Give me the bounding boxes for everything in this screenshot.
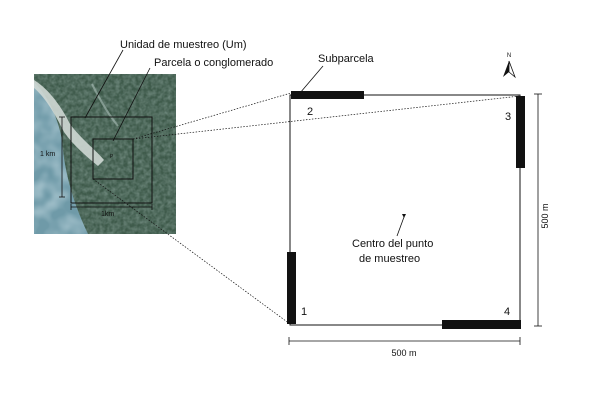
center-point-label-line2: de muestreo: [359, 253, 420, 265]
subplot-4-bar: [442, 320, 521, 329]
photo-vertical-dimension: [59, 116, 65, 198]
photo-horizontal-dimension: [70, 204, 153, 210]
photo-vertical-label: 1 km: [40, 151, 55, 158]
beach-strip: [34, 80, 104, 166]
subplot-1-bar: [287, 252, 296, 324]
plot-square: [289, 94, 521, 326]
photo-center-mark: P: [110, 154, 114, 160]
plot-leader: [112, 67, 151, 142]
plot-bottom-label: 500 m: [391, 348, 416, 358]
subplot-2-bar: [291, 91, 364, 99]
north-arrow-icon: N: [503, 53, 516, 79]
subplot-number-1: 1: [301, 306, 307, 318]
sampling-unit-label: Unidad de muestreo (Um): [120, 39, 247, 51]
subplot-number-3: 3: [505, 111, 511, 123]
subplot-leader: [299, 65, 324, 94]
center-point-leader: [396, 216, 405, 237]
plot-label: Parcela o conglomerado: [154, 57, 273, 69]
subplot-number-2: 2: [307, 106, 313, 118]
plot-square-photo: [92, 138, 134, 180]
sampling-unit-square: [70, 116, 153, 204]
photo-horizontal-label: 1km: [101, 211, 114, 218]
zoom-lines: [92, 92, 521, 325]
plot-bottom-dimension: [288, 337, 521, 345]
plot-right-dimension: [534, 93, 542, 327]
center-point-marker: [402, 214, 406, 218]
subplot-3-bar: [516, 96, 525, 168]
subplot-label: Subparcela: [318, 53, 375, 65]
aerial-photo: [34, 74, 176, 234]
plot-right-label: 500 m: [540, 203, 550, 228]
north-label: N: [507, 53, 511, 59]
center-point-label-line1: Centro del punto: [352, 238, 433, 250]
subplot-number-4: 4: [504, 306, 510, 318]
sampling-unit-leader: [84, 49, 124, 119]
